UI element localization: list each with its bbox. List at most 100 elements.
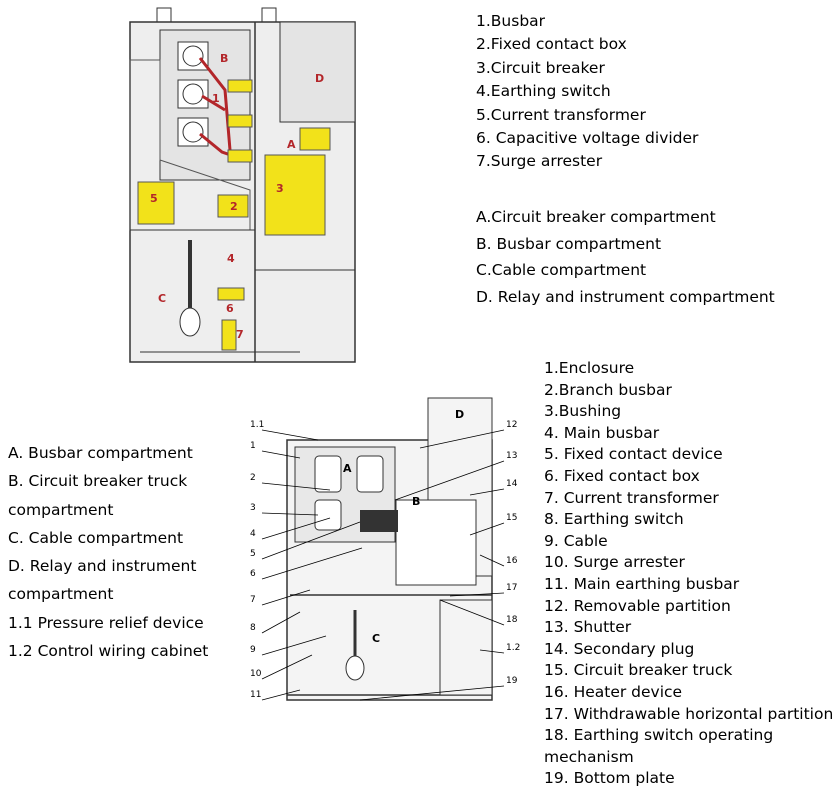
legend-item: A. Busbar compartment — [8, 444, 193, 462]
bottom-circuit-breaker-truck — [395, 499, 477, 586]
bottom-cable-end — [345, 655, 365, 681]
legend-item: 7. Current transformer — [544, 488, 719, 507]
callout-label: 14 — [506, 479, 518, 489]
callout-label: 10 — [250, 669, 262, 679]
top-label-part-4: 4 — [227, 252, 235, 265]
callout-label: 2 — [250, 473, 256, 483]
callout-label: 19 — [506, 676, 518, 686]
callout-label: 1.1 — [250, 420, 264, 430]
top-label-compartment-c: C — [158, 292, 166, 305]
legend-item: 3.Bushing — [544, 402, 622, 421]
bottom-label-b: B — [412, 495, 420, 508]
legend-item: 5.Current transformer — [476, 105, 646, 124]
top-label-compartment-b: B — [220, 52, 228, 65]
top-circuit-breaker-top — [299, 127, 331, 151]
callout-label: 17 — [506, 583, 517, 593]
legend-item: D. Relay and instrument compartment — [476, 287, 775, 306]
legend-item: 12. Removable partition — [544, 596, 731, 615]
legend-item: D. Relay and instrument compartment — [8, 557, 197, 604]
legend-item: 18. Earthing switch operating mechanism — [544, 726, 774, 766]
callout-label: 12 — [506, 420, 517, 430]
callout-label: 5 — [250, 549, 256, 559]
legend-item: 17. Withdrawable horizontal partition — [544, 704, 834, 723]
callout-leader — [439, 599, 505, 626]
bottom-wiring-cabinet — [439, 599, 493, 696]
callout-label: 6 — [250, 569, 256, 579]
legend-item: 1.1 Pressure relief device — [8, 613, 204, 632]
callout-leader — [479, 649, 505, 654]
bottom-bushings — [314, 455, 384, 531]
callout-leader — [469, 488, 505, 496]
top-label-part-5: 5 — [150, 192, 158, 205]
top-label-part-6: 6 — [226, 302, 234, 315]
legend-item: B. Busbar compartment — [476, 234, 662, 253]
top-cable-end — [179, 307, 201, 337]
bottom-label-a: A — [343, 462, 352, 475]
top-relay-compartment — [279, 21, 356, 123]
legend-item: 10. Surge arrester — [544, 553, 685, 572]
top-label-compartment-d: D — [315, 72, 324, 85]
callout-leader — [359, 685, 505, 701]
legend-item: 4.Earthing switch — [476, 82, 611, 101]
top-current-transformer-coils — [227, 79, 253, 163]
callout-label: 4 — [250, 529, 256, 539]
top-earthing-coils — [217, 287, 245, 351]
callout-label: 3 — [250, 503, 256, 513]
legend-item: 4. Main busbar — [544, 423, 660, 442]
callout-leader — [261, 512, 319, 516]
top-circuit-breaker-body — [264, 154, 326, 236]
callout-leader — [261, 482, 331, 491]
callout-leader — [261, 517, 331, 540]
callout-leader — [261, 611, 301, 634]
legend-item: 9. Cable — [544, 531, 608, 550]
callout-label: 18 — [506, 615, 518, 625]
top-label-part-1: 1 — [212, 92, 220, 105]
legend-item: B. Circuit breaker truck compartment — [8, 472, 188, 519]
callout-label: 7 — [250, 595, 256, 605]
top-label-part-2: 2 — [230, 200, 238, 213]
top-label-compartment-a: A — [287, 138, 296, 151]
legend-item: 2.Branch busbar — [544, 380, 672, 399]
callout-leader — [261, 589, 311, 606]
legend-item: 19. Bottom plate — [544, 769, 675, 788]
legend-item: 6. Fixed contact box — [544, 466, 700, 485]
legend-item: C. Cable compartment — [8, 528, 184, 547]
legend-item: 5. Fixed contact device — [544, 445, 723, 464]
legend-item: 11. Main earthing busbar — [544, 574, 740, 593]
callout-leader — [449, 592, 505, 597]
legend-item: 1.2 Control wiring cabinet — [8, 642, 209, 661]
top-label-part-3: 3 — [276, 182, 284, 195]
top-current-transformer — [137, 181, 175, 225]
callout-leader — [479, 554, 505, 567]
bottom-left-legend: A. Busbar compartment B. Circuit breaker … — [8, 439, 238, 665]
callout-leader — [469, 522, 505, 536]
callout-label: 15 — [506, 513, 517, 523]
legend-item: 16. Heater device — [544, 682, 683, 701]
callout-label: 11 — [250, 690, 261, 700]
legend-item: 7.Surge arrester — [476, 152, 603, 171]
callout-leader — [419, 429, 505, 449]
callout-leader — [261, 635, 327, 656]
top-label-part-7: 7 — [236, 328, 244, 341]
callout-label: 1.2 — [506, 643, 520, 653]
callout-leader — [261, 521, 361, 560]
legend-item: 14. Secondary plug — [544, 639, 695, 658]
legend-item: 15. Circuit breaker truck — [544, 661, 733, 680]
legend-item: 3.Circuit breaker — [476, 58, 605, 77]
bottom-fixed-contact-box — [360, 510, 398, 532]
top-lettered-legend: A.Circuit breaker compartment B. Busbar c… — [476, 204, 775, 310]
callout-label: 16 — [506, 556, 518, 566]
top-fixed-contact-box — [217, 194, 249, 218]
callout-leader — [261, 450, 301, 459]
top-lifting-lug-right — [261, 7, 277, 23]
legend-item: 1.Busbar — [476, 12, 546, 30]
legend-item: A.Circuit breaker compartment — [476, 208, 716, 226]
callout-leader — [261, 429, 319, 441]
callout-leader — [261, 654, 313, 680]
callout-label: 8 — [250, 623, 256, 633]
